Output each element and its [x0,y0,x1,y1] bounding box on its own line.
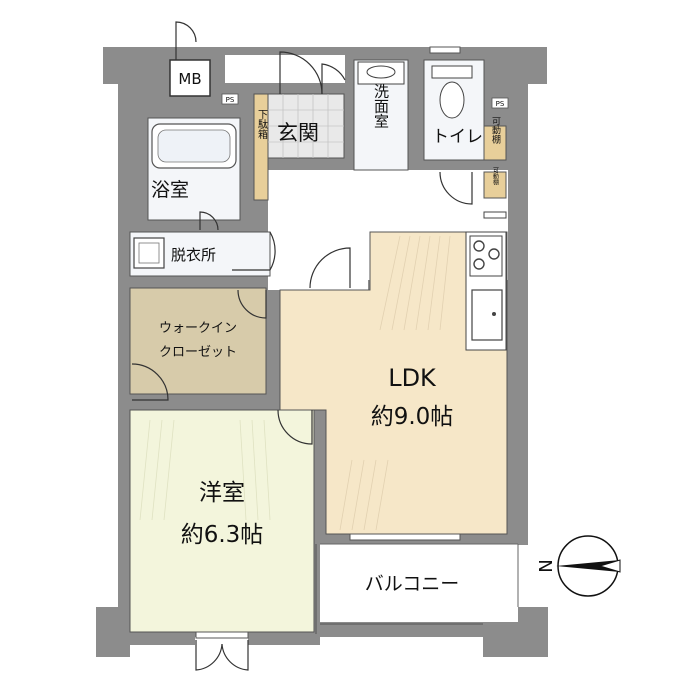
ps-box-right [491,97,509,109]
bathroom-label: 浴室 [151,179,189,201]
toilet-label: トイレ [432,127,483,147]
compass-needle-light [598,559,621,573]
burner-3 [473,258,485,270]
movable-shelf-2 [483,171,507,199]
wic-door-bottom [131,363,169,401]
hall-door [309,247,351,289]
corridor-floor [268,230,368,290]
walk-in-closet-floor [129,287,267,395]
windows [195,46,461,639]
sink-bowl [366,65,396,79]
burner-2 [488,248,500,260]
dressing-room-label: 脱衣所 [171,246,216,264]
mb-door [175,21,197,60]
compass-needle-dark [556,560,620,572]
wic-door-top [237,289,267,319]
ps-label-left: PS [226,96,235,104]
western-room-window-door-right [221,640,249,671]
compass-north-arrow: N [534,535,621,597]
walk-in-closet-label-2: クローゼット [159,345,237,360]
cooktop [469,235,503,277]
bath-door [199,211,219,231]
mb-box [169,59,211,97]
mb-label: MB [178,70,201,88]
window-western-south [195,631,249,639]
window-ldk-south [349,533,461,541]
entrance-tiles [268,94,344,158]
balcony-label: バルコニー [365,573,460,595]
window-toilet [429,46,461,54]
small-vent [483,211,507,219]
toilet-bowl [439,81,465,119]
front-door [279,51,323,95]
doors [131,21,473,671]
ldk-name-label: LDK [388,364,437,392]
balcony-floor [320,544,518,622]
movable-shelf-1-label: 可動棚 [490,116,501,144]
ps-box-left [221,93,239,105]
western-room-floor [129,409,315,633]
sink-drain [492,312,496,316]
dressing-door [232,231,276,271]
western-room-sunlight-lines [139,419,271,521]
toilet-tank [431,65,473,79]
toilet-door [439,171,473,205]
bathtub-inner [157,129,231,163]
ps-label-right: PS [496,100,505,108]
washer-pan-inner [138,242,160,264]
walk-in-closet-label-1: ウォークイン [159,321,237,336]
western-room-window-door-left [195,640,223,671]
western-room-door [277,409,313,445]
shoe-cabinet-label: 下駄箱 [256,109,268,140]
top-open-strip [225,55,345,83]
front-door-2 [321,63,346,94]
washroom-label: 洗面室 [372,84,390,129]
burner-1 [473,240,485,252]
western-room-name-label: 洋室 [199,480,245,506]
movable-shelf-2-label: 可動棚 [492,167,499,186]
kitchen-sink [471,289,503,341]
movable-shelf-1 [483,125,507,161]
ldk-size-label: 約9.0帖 [371,404,454,430]
entrance-label: 玄関 [277,121,319,145]
western-room-size-label: 約6.3帖 [181,522,264,548]
compass-north-label: N [534,559,555,572]
ldk-sunlight-lines [339,235,451,531]
